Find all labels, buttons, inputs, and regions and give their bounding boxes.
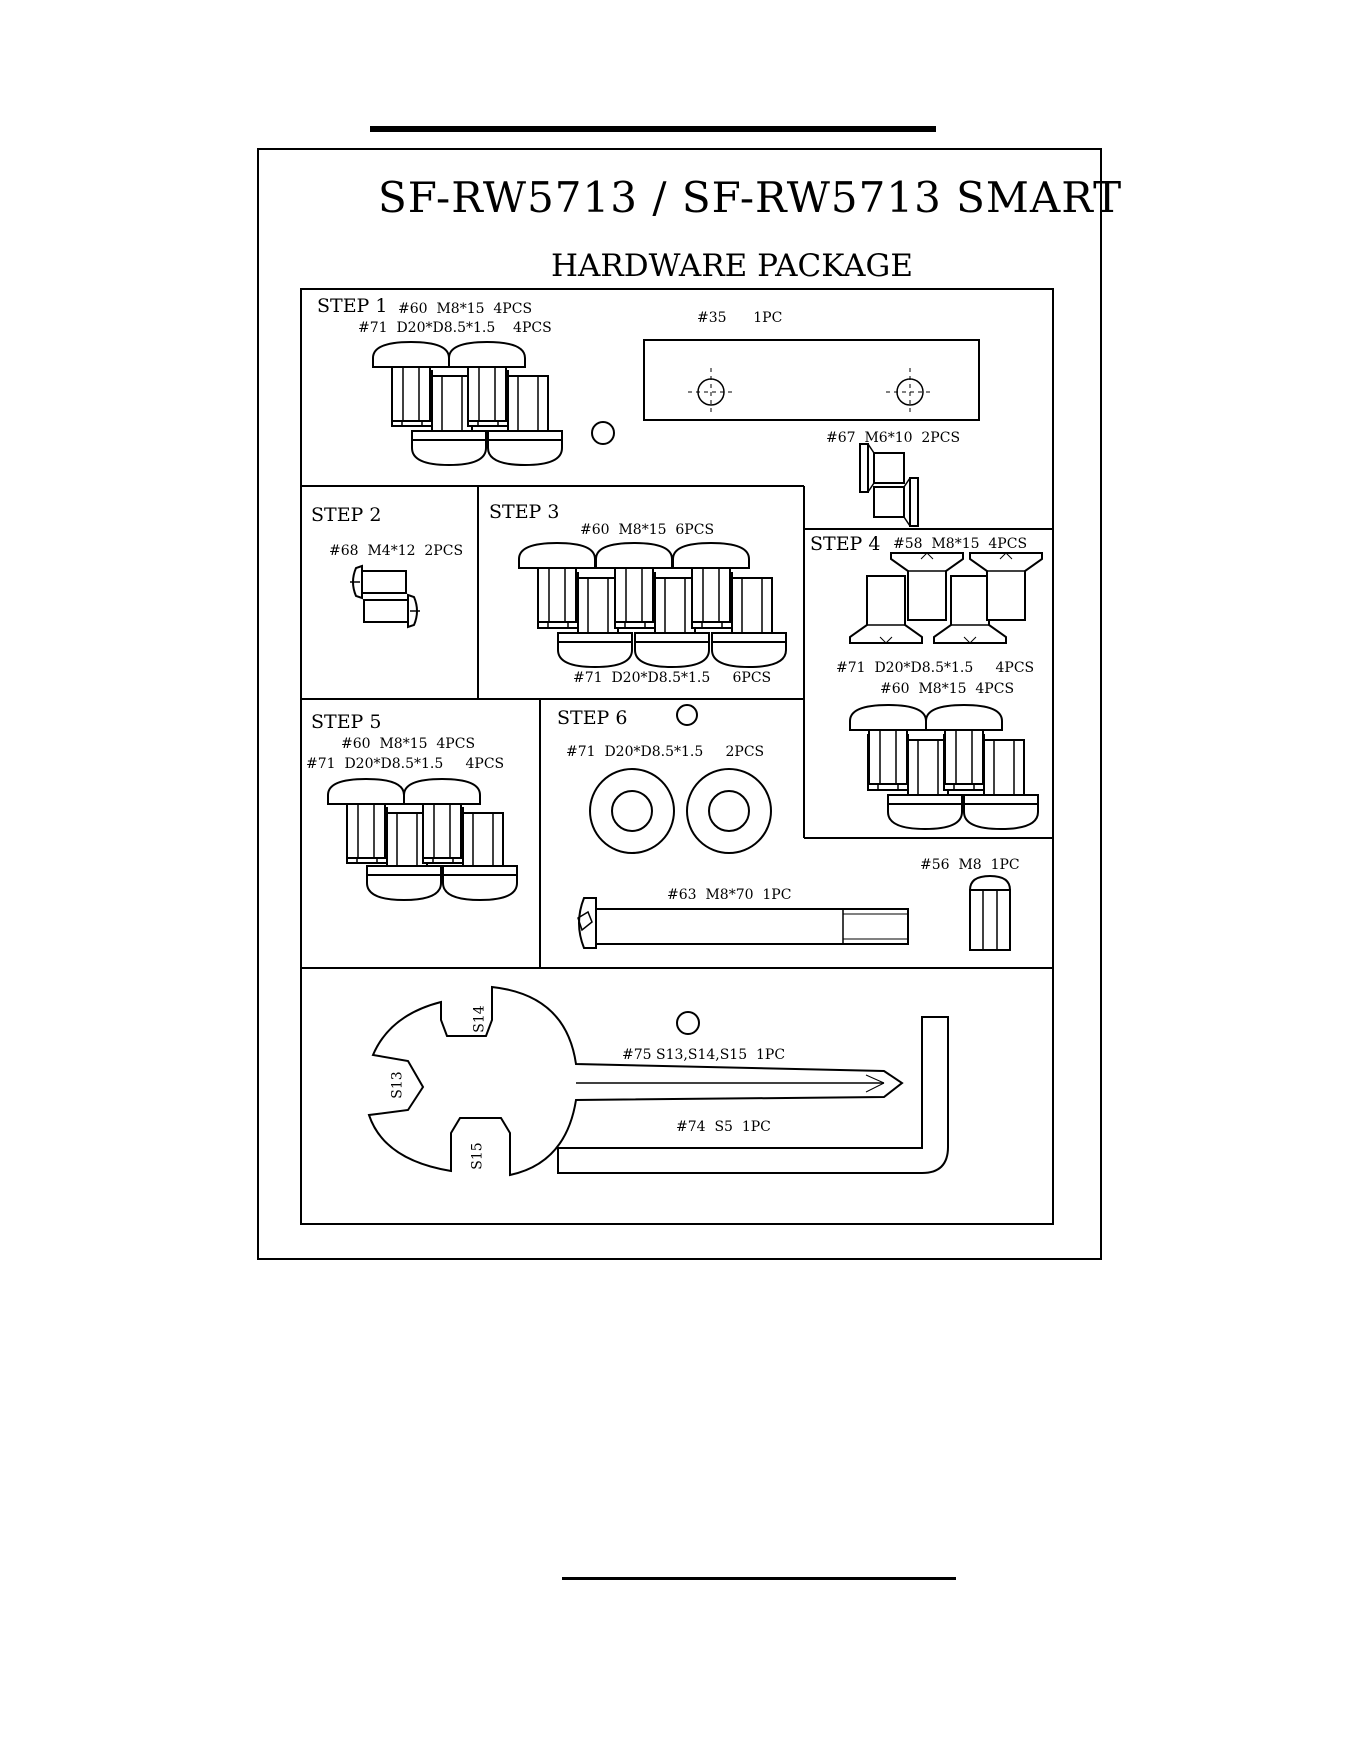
step3-label: STEP 3	[489, 501, 560, 523]
step5-bolt-label: #60 M8*15 4PCS	[341, 736, 476, 752]
step1-plate-label: #35 1PC	[697, 310, 783, 326]
step3-bolt-label: #60 M8*15 6PCS	[580, 522, 715, 538]
step2-screw-label: #68 M4*12 2PCS	[329, 543, 464, 559]
page-subtitle: HARDWARE PACKAGE	[551, 248, 913, 284]
step4-label: STEP 4	[810, 533, 881, 555]
wrench-label: #75 S13,S14,S15 1PC	[622, 1047, 786, 1063]
step1-washer-label: #71 D20*D8.5*1.5 4PCS	[358, 320, 552, 336]
top-rule	[370, 126, 936, 132]
step4-bolt-label: #60 M8*15 4PCS	[880, 681, 1015, 697]
step6-nut-label: #56 M8 1PC	[920, 857, 1020, 873]
step6-long-bolt-label: #63 M8*70 1PC	[667, 887, 792, 903]
hardware-sheet	[257, 148, 1102, 1260]
step5-label: STEP 5	[311, 711, 382, 733]
step2-label: STEP 2	[311, 504, 382, 526]
step1-label: STEP 1	[317, 295, 388, 317]
step4-washer-label: #71 D20*D8.5*1.5 4PCS	[836, 660, 1035, 676]
step1-bolt-label: #60 M8*15 4PCS	[398, 301, 533, 317]
step4-screw-label: #58 M8*15 4PCS	[893, 536, 1028, 552]
wrench-s13-label: S13	[389, 1071, 406, 1099]
wrench-s15-label: S15	[469, 1142, 486, 1170]
page-title: SF-RW5713 / SF-RW5713 SMART	[378, 173, 1123, 222]
wrench-s14-label: S14	[471, 1005, 488, 1033]
step6-label: STEP 6	[557, 707, 628, 729]
step3-washer-label: #71 D20*D8.5*1.5 6PCS	[573, 670, 772, 686]
bottom-rule	[562, 1577, 956, 1580]
step1-screw-label: #67 M6*10 2PCS	[826, 430, 961, 446]
allen-key-label: #74 S5 1PC	[676, 1119, 771, 1135]
step6-washer-label: #71 D20*D8.5*1.5 2PCS	[566, 744, 765, 760]
step5-washer-label: #71 D20*D8.5*1.5 4PCS	[306, 756, 505, 772]
